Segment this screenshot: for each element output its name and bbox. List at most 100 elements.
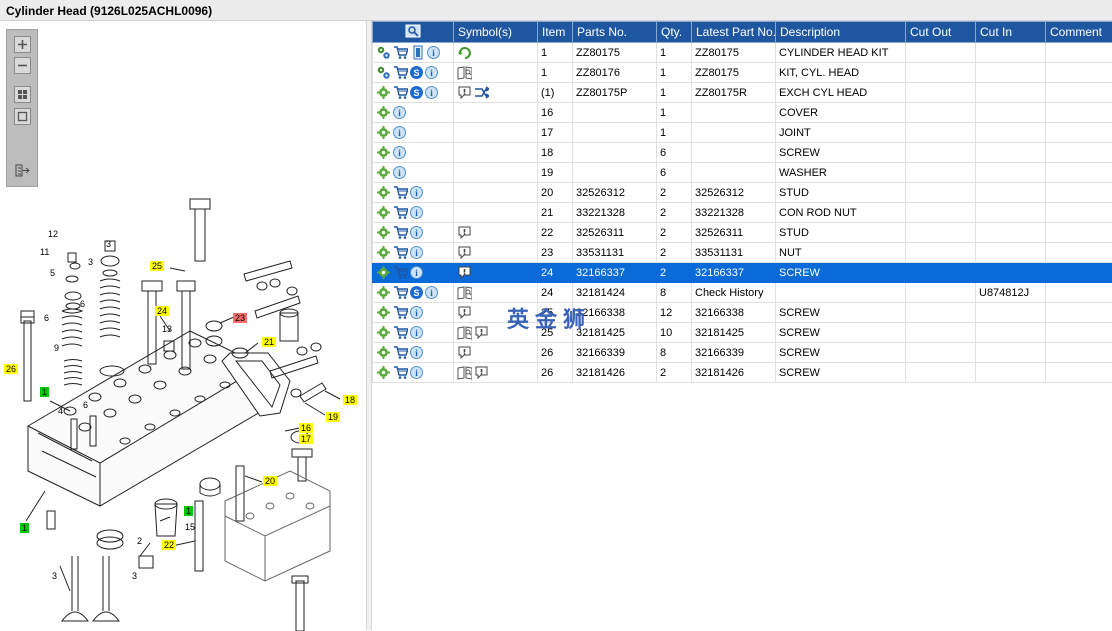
cart-icon[interactable] (393, 45, 408, 60)
zoom-in-button[interactable] (14, 36, 31, 53)
table-row[interactable]: i 25 32181425 10 32181425 SCREW (373, 323, 1112, 343)
table-row[interactable]: i 17 1 JOINT (373, 123, 1112, 143)
gear-icon[interactable] (376, 285, 391, 300)
note-icon[interactable] (457, 305, 472, 320)
callout-1-green-b[interactable]: 1 (184, 506, 193, 516)
cart-icon[interactable] (393, 285, 408, 300)
table-row[interactable]: i 1 ZZ80175 1 ZZ80175 CYLINDER HEAD KIT (373, 43, 1112, 63)
callout-5-top[interactable]: 3 (104, 239, 113, 249)
table-row[interactable]: i 21 33221328 2 33221328 CON ROD NUT (373, 203, 1112, 223)
cart-icon[interactable] (393, 345, 408, 360)
cart-icon[interactable] (393, 365, 408, 380)
gear-icon[interactable] (376, 125, 391, 140)
callout-19[interactable]: 19 (326, 412, 340, 422)
gear-icon[interactable] (376, 205, 391, 220)
cart-icon[interactable] (393, 225, 408, 240)
info-icon[interactable]: i (393, 146, 406, 159)
callout-25[interactable]: 25 (150, 261, 164, 271)
gear-icon[interactable] (376, 185, 391, 200)
callout-1-green-a[interactable]: 1 (40, 387, 49, 397)
gear-icon[interactable] (376, 365, 391, 380)
gears-icon[interactable] (376, 45, 391, 60)
cart-icon[interactable] (393, 325, 408, 340)
callout-8[interactable]: 6 (42, 313, 51, 323)
table-row[interactable]: i 24 32166337 2 32166337 SCREW (373, 263, 1112, 283)
callout-5[interactable]: 3 (86, 257, 95, 267)
refresh-icon[interactable] (457, 45, 472, 60)
callout-2[interactable]: 2 (135, 536, 144, 546)
table-row[interactable]: i 26 32181426 2 32181426 SCREW (373, 363, 1112, 383)
cart-icon[interactable] (393, 265, 408, 280)
callout-9[interactable]: 9 (52, 343, 61, 353)
diagram-pane[interactable]: 12 11 5 6 9 3 3 6 1 4 6 26 25 24 13 23 2… (0, 21, 366, 630)
info-icon[interactable]: i (410, 306, 423, 319)
info-icon[interactable]: i (410, 366, 423, 379)
col-parts-no[interactable]: Parts No. (573, 22, 657, 43)
col-symbols[interactable]: Symbol(s) (454, 22, 538, 43)
callout-4[interactable]: 4 (56, 406, 65, 416)
table-row[interactable]: i 26 32166339 8 32166339 SCREW (373, 343, 1112, 363)
callout-6b[interactable]: 6 (81, 400, 90, 410)
gear-icon[interactable] (376, 85, 391, 100)
table-row[interactable]: i 25 32166338 12 32166338 SCREW (373, 303, 1112, 323)
gear-icon[interactable] (376, 145, 391, 160)
s-icon[interactable]: S (410, 86, 423, 99)
col-cut-in[interactable]: Cut In (976, 22, 1046, 43)
col-cut-out[interactable]: Cut Out (906, 22, 976, 43)
info-icon[interactable]: i (410, 246, 423, 259)
info-icon[interactable]: i (425, 286, 438, 299)
info-icon[interactable]: i (410, 326, 423, 339)
callout-17[interactable]: 17 (299, 434, 313, 444)
callout-26[interactable]: 26 (4, 364, 18, 374)
table-row[interactable]: i 16 1 COVER (373, 103, 1112, 123)
fit-all-button[interactable] (14, 86, 31, 103)
table-row[interactable]: i 20 32526312 2 32526312 STUD (373, 183, 1112, 203)
fit-window-button[interactable] (14, 108, 31, 125)
callout-23[interactable]: 23 (233, 313, 247, 323)
cart-icon[interactable] (393, 305, 408, 320)
info-icon[interactable]: i (410, 206, 423, 219)
callout-22[interactable]: 22 (162, 540, 176, 550)
info-icon[interactable]: i (393, 106, 406, 119)
book-icon[interactable] (457, 65, 472, 80)
note-icon[interactable] (457, 265, 472, 280)
gear-icon[interactable] (376, 105, 391, 120)
col-latest-part-no[interactable]: Latest Part No. (692, 22, 776, 43)
book-icon[interactable] (457, 285, 472, 300)
col-description[interactable]: Description (776, 22, 906, 43)
info-icon[interactable]: i (410, 346, 423, 359)
cart-icon[interactable] (393, 185, 408, 200)
callout-6[interactable]: 6 (78, 299, 87, 309)
info-icon[interactable]: i (425, 86, 438, 99)
info-icon[interactable]: i (427, 46, 440, 59)
callout-21[interactable]: 21 (262, 337, 276, 347)
note-icon[interactable] (474, 365, 489, 380)
info-icon[interactable]: i (410, 186, 423, 199)
note-icon[interactable] (457, 85, 472, 100)
note-icon[interactable] (457, 345, 472, 360)
cart-icon[interactable] (393, 85, 408, 100)
callout-13[interactable]: 13 (160, 324, 174, 334)
col-item[interactable]: Item (538, 22, 573, 43)
info-icon[interactable]: i (393, 126, 406, 139)
cart-icon[interactable] (393, 245, 408, 260)
gear-icon[interactable] (376, 225, 391, 240)
s-icon[interactable]: S (410, 66, 423, 79)
col-qty[interactable]: Qty. (657, 22, 692, 43)
cart-icon[interactable] (393, 205, 408, 220)
callout-11[interactable]: 11 (38, 247, 51, 257)
gear-icon[interactable] (376, 245, 391, 260)
zoom-out-button[interactable] (14, 57, 31, 74)
callout-16[interactable]: 16 (299, 423, 313, 433)
callout-3[interactable]: 3 (50, 571, 59, 581)
info-icon[interactable]: i (410, 226, 423, 239)
info-icon[interactable]: i (393, 166, 406, 179)
table-row[interactable]: i 19 6 WASHER (373, 163, 1112, 183)
gear-icon[interactable] (376, 325, 391, 340)
gears-icon[interactable] (376, 65, 391, 80)
note-icon[interactable] (474, 325, 489, 340)
note-icon[interactable] (457, 225, 472, 240)
